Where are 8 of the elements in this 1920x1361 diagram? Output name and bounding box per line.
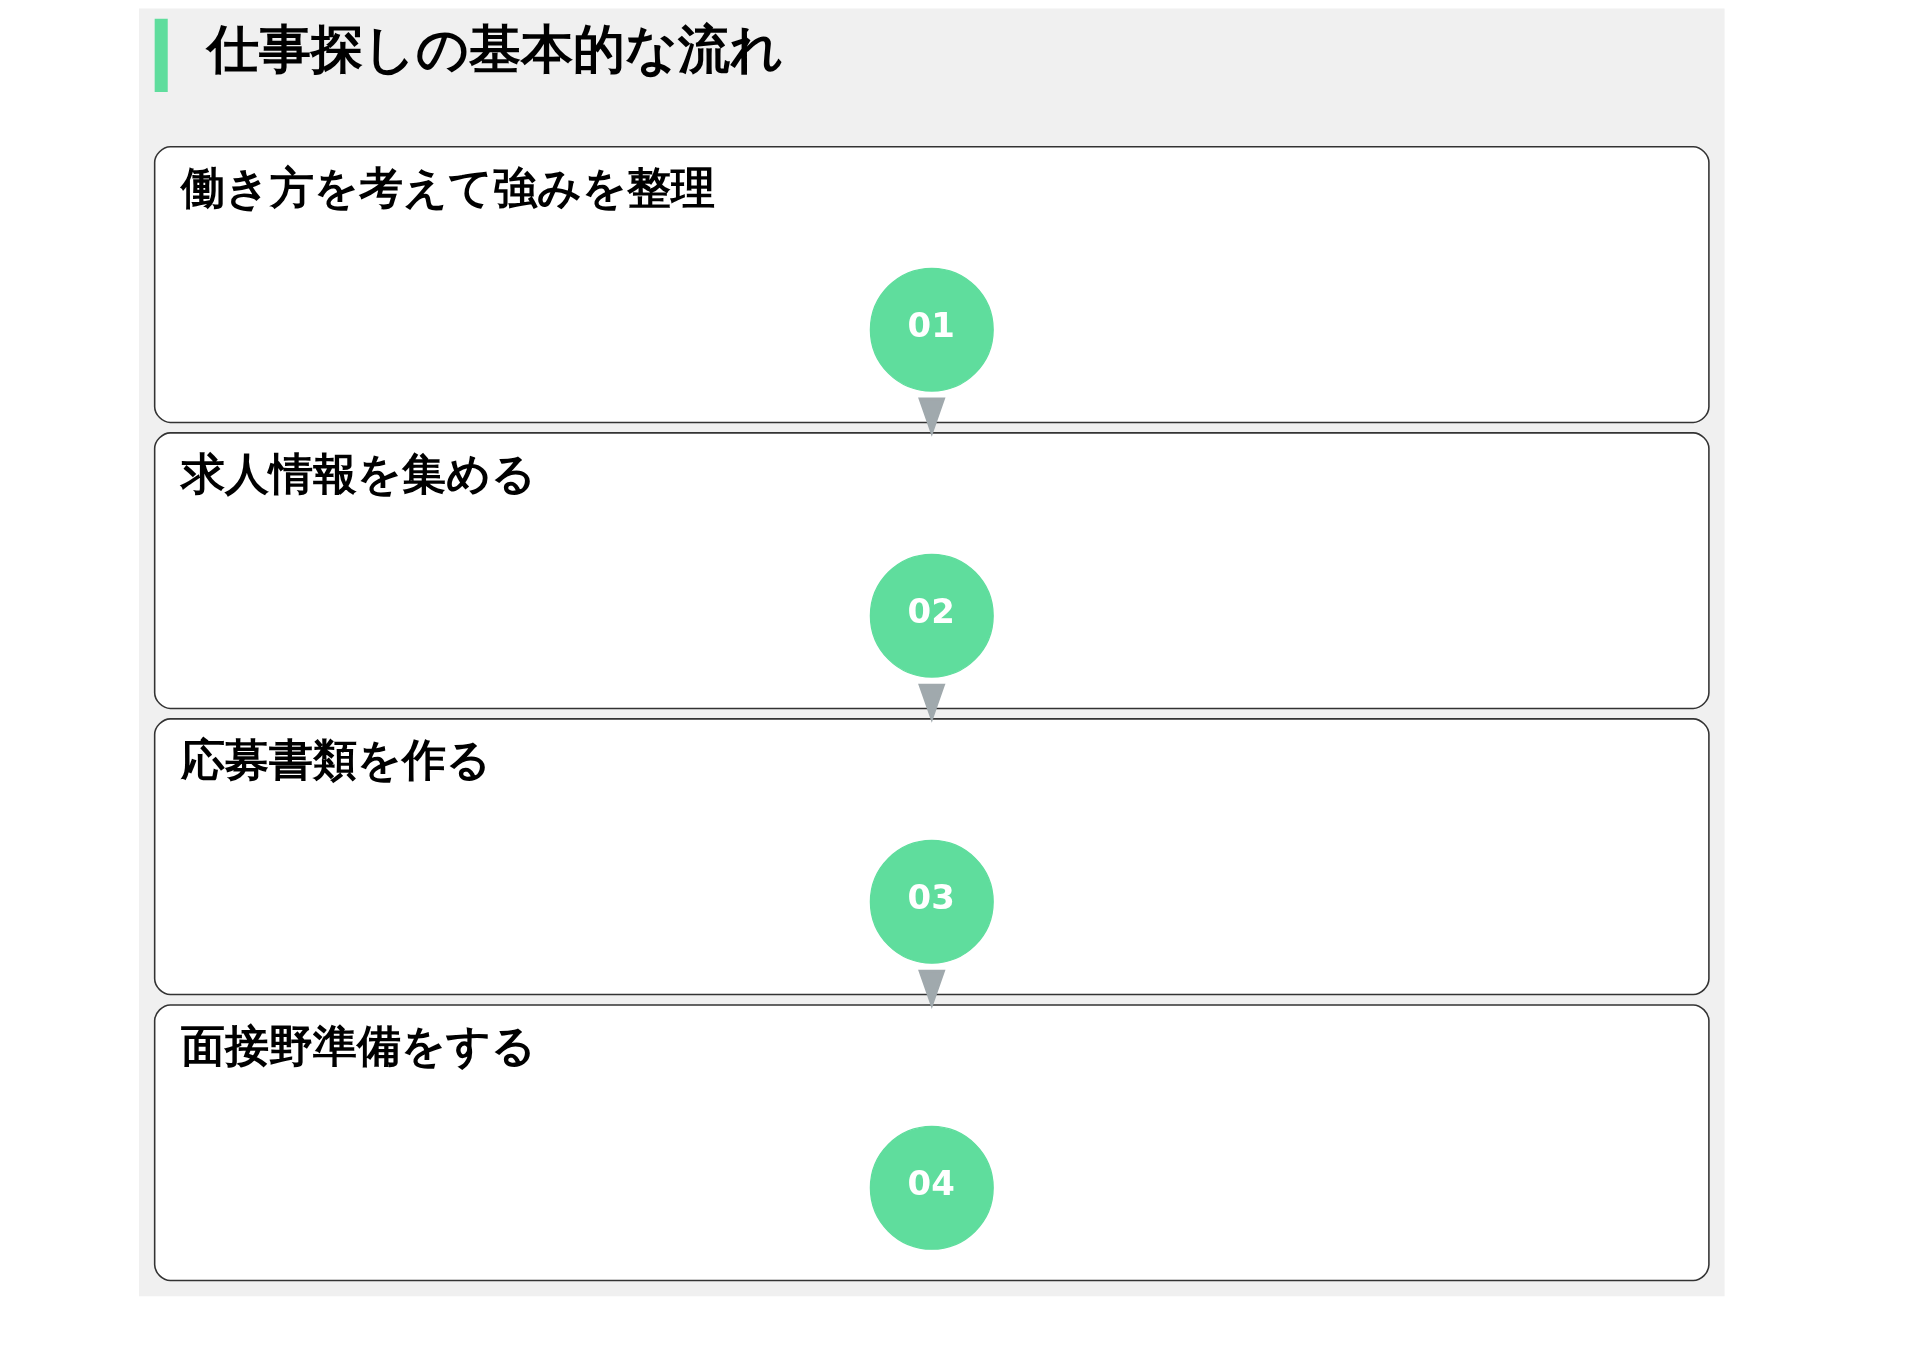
node-circle: 03: [869, 839, 994, 964]
arrow: [918, 397, 946, 437]
node-circle: 01: [869, 267, 994, 392]
diagram-title: 仕事探しの基本的な流れ: [206, 19, 783, 80]
node-circle: 02: [869, 553, 994, 678]
arrow: [918, 683, 946, 723]
node-circle: 04: [869, 1125, 994, 1250]
arrow: [918, 969, 946, 1009]
